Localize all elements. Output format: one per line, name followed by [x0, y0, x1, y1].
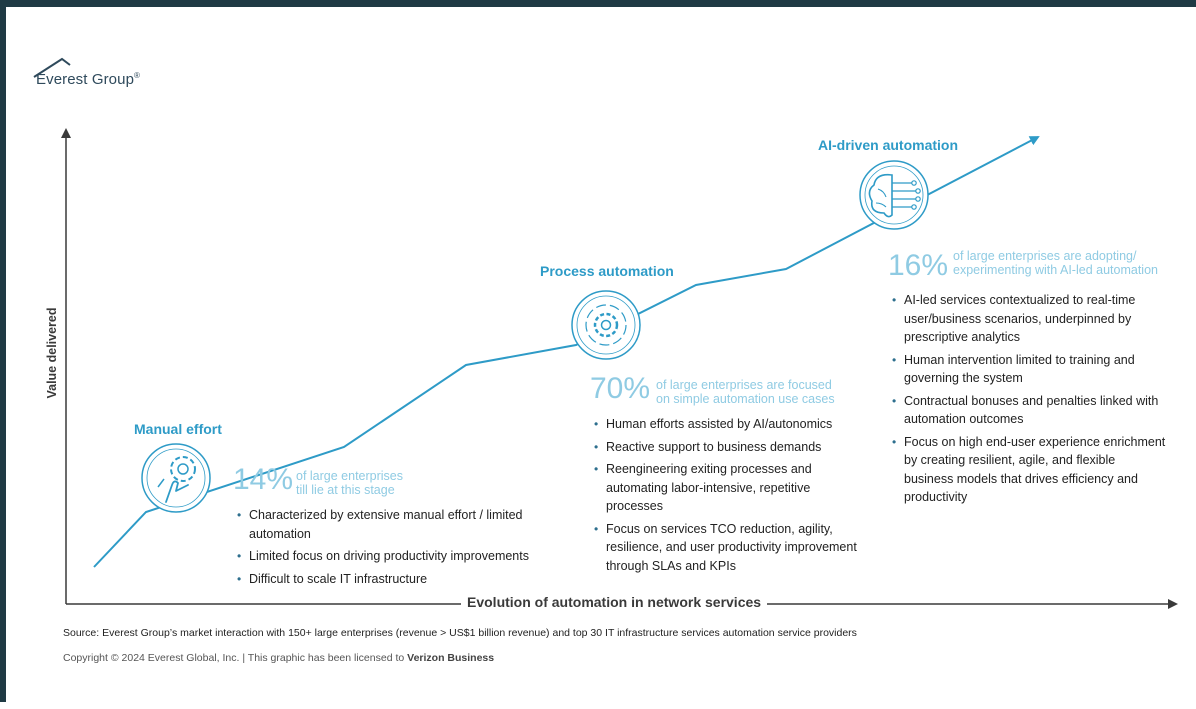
stage-bullets-process-automation: Human efforts assisted by AI/autonomics … — [594, 415, 864, 579]
bullet-item: Human intervention limited to training a… — [892, 351, 1168, 388]
bullet-item: Difficult to scale IT infrastructure — [237, 570, 567, 589]
stage-title-process-automation: Process automation — [540, 263, 674, 279]
brand-logo: Everest Group® — [36, 71, 140, 88]
bullet-item: AI-led services contextualized to real-t… — [892, 291, 1168, 347]
percent-desc-line-1: of large enterprises — [296, 469, 404, 483]
percent-desc-line-1: of large enterprises are adopting/ — [953, 249, 1137, 263]
stage-title-ai-driven-automation: AI-driven automation — [818, 137, 959, 153]
percent-desc-line-2: experimenting with AI-led automation — [953, 263, 1158, 277]
stage-title-manual-effort: Manual effort — [134, 421, 222, 437]
copyright-text: Copyright © 2024 Everest Global, Inc. | … — [63, 652, 408, 664]
stage-percent-process-automation: 70% — [590, 372, 651, 405]
stage-percent-ai-driven-automation: 16% — [888, 249, 949, 282]
ai-brain-circuit-icon — [859, 160, 929, 230]
gear-cycle-icon — [571, 290, 641, 360]
bullet-item: Human efforts assisted by AI/autonomics — [594, 415, 864, 434]
gear-hand-touch-icon — [141, 443, 211, 513]
source-note: Source: Everest Group’s market interacti… — [63, 627, 857, 639]
everest-logo-mountain-icon — [33, 57, 71, 78]
brand-mark: ® — [134, 71, 141, 80]
bullet-item: Contractual bonuses and penalties linked… — [892, 392, 1168, 429]
bullet-item: Reengineering exiting processes and auto… — [594, 460, 864, 516]
licensee-name: Verizon Business — [407, 652, 495, 664]
bullet-item: Focus on services TCO reduction, agility… — [594, 520, 864, 576]
stage-percent-desc-manual-effort: of large enterprises till lie at this st… — [296, 469, 403, 497]
bullet-item: Limited focus on driving productivity im… — [237, 547, 567, 566]
percent-desc-line-2: on simple automation use cases — [656, 392, 835, 406]
percent-desc-line-2: till lie at this stage — [296, 483, 395, 497]
stage-bullets-ai-driven-automation: AI-led services contextualized to real-t… — [892, 291, 1168, 511]
brand-name: Everest Group — [36, 71, 135, 88]
bullet-item: Characterized by extensive manual effort… — [237, 506, 567, 543]
bullet-item: Reactive support to business demands — [594, 438, 864, 457]
copyright-note: Copyright © 2024 Everest Global, Inc. | … — [63, 652, 494, 664]
stage-percent-desc-process-automation: of large enterprises are focused on simp… — [656, 378, 835, 406]
bullet-item: Focus on high end-user experience enrich… — [892, 433, 1168, 507]
stage-percent-desc-ai-driven-automation: of large enterprises are adopting/ exper… — [953, 249, 1158, 277]
x-axis-label: Evolution of automation in network servi… — [461, 594, 768, 610]
y-axis-label: Value delivered — [45, 301, 59, 405]
stage-bullets-manual-effort: Characterized by extensive manual effort… — [237, 506, 567, 592]
percent-desc-line-1: of large enterprises are focused — [656, 378, 832, 392]
stage-percent-manual-effort: 14% — [233, 463, 294, 496]
